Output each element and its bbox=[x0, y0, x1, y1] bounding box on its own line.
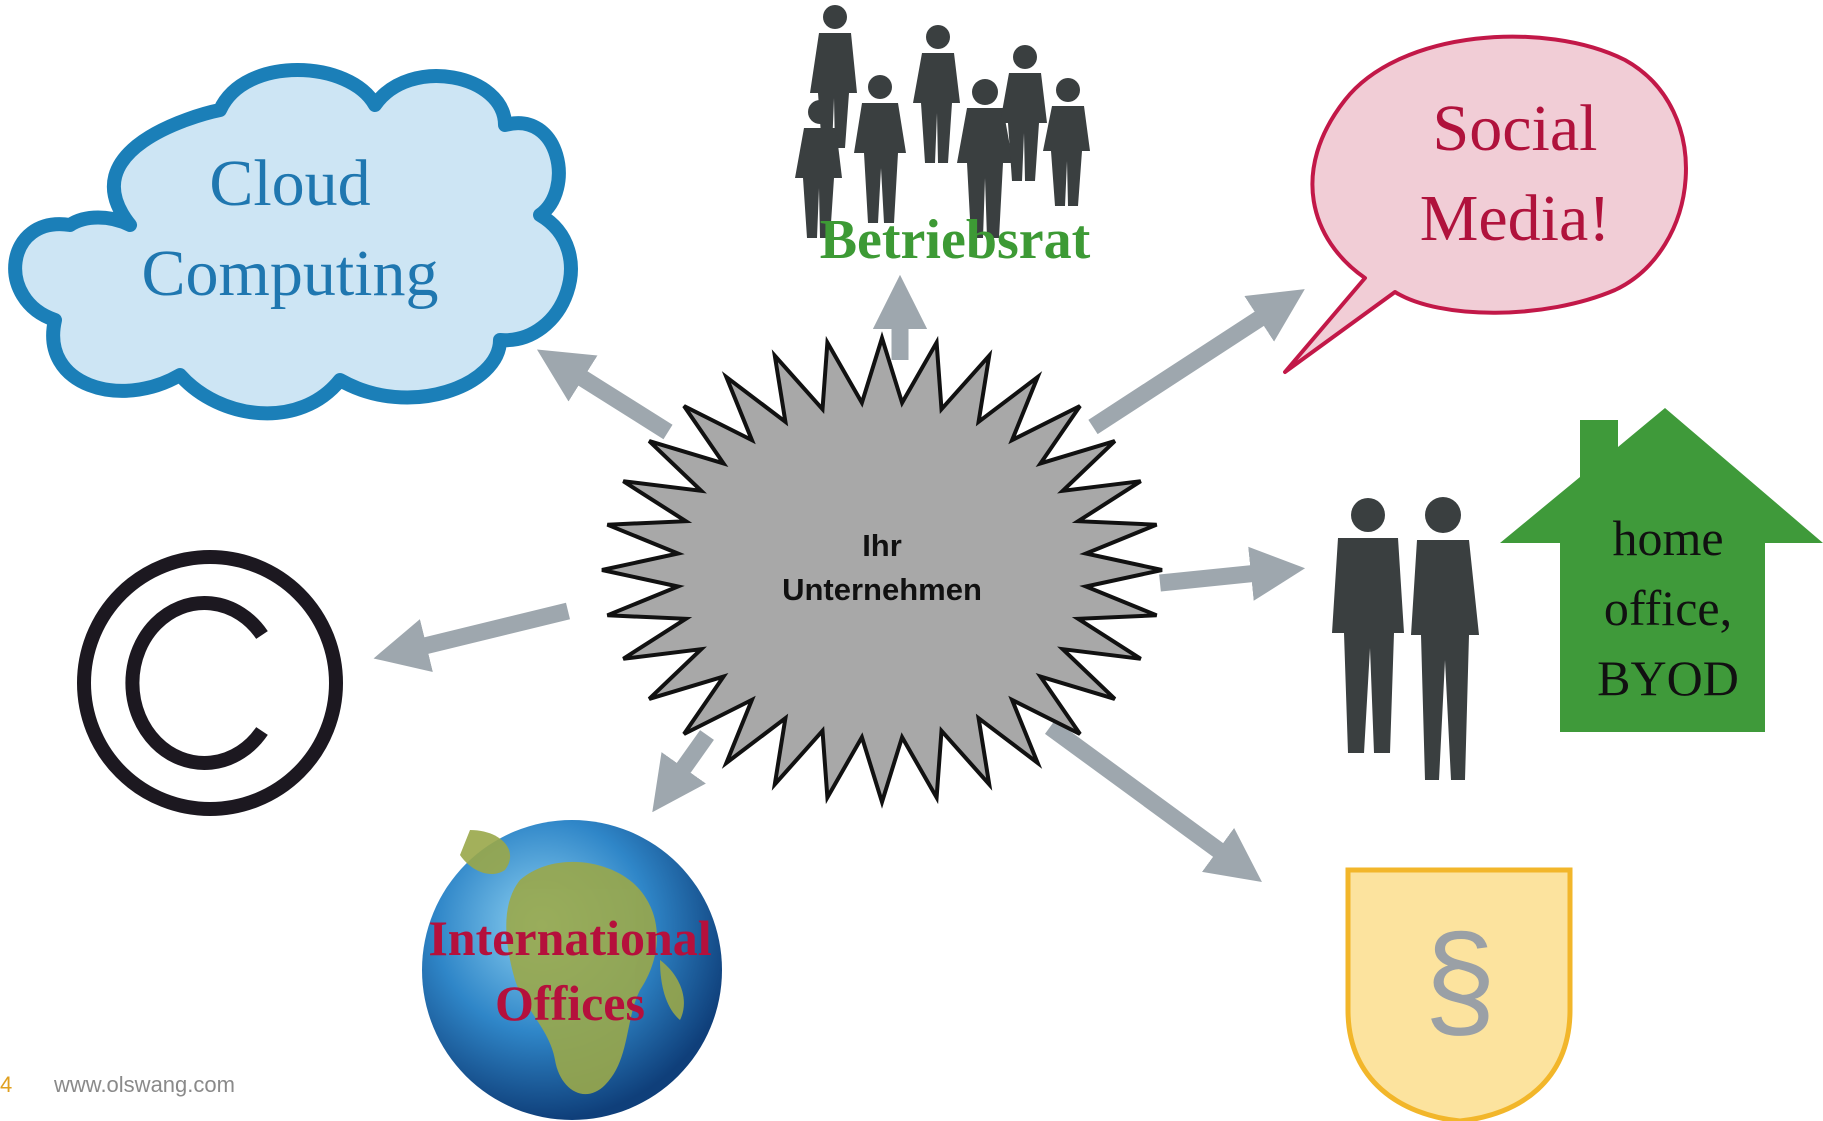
globe-landmass-icon bbox=[460, 830, 684, 1095]
center-label-line2: Unternehmen bbox=[782, 572, 982, 607]
international-offices-node: International Offices bbox=[422, 820, 722, 1120]
international-line1: International bbox=[428, 910, 711, 966]
social-media-line1: Social bbox=[1433, 92, 1598, 165]
arrow-to-law bbox=[1044, 720, 1262, 883]
social-media-node: Social Media! bbox=[1283, 34, 1688, 374]
page-number: 4 bbox=[0, 1072, 13, 1097]
home-office-node: home office, BYOD bbox=[1500, 408, 1823, 732]
speech-bubble-icon bbox=[1283, 34, 1688, 374]
home-office-line1: home bbox=[1612, 510, 1723, 566]
home-office-line2: office, bbox=[1604, 580, 1732, 636]
arrows bbox=[373, 274, 1306, 883]
arrow-to-social-media bbox=[1088, 289, 1305, 435]
cloud-computing-node: Cloud Computing bbox=[8, 63, 578, 421]
house-icon bbox=[1500, 408, 1823, 732]
copyright-icon bbox=[125, 596, 268, 770]
copyright-ring bbox=[77, 550, 343, 816]
works-council-silhouettes-icon bbox=[795, 5, 1090, 238]
home-office-people-icon bbox=[1332, 497, 1479, 780]
center-label-line1: Ihr bbox=[862, 528, 902, 563]
arrow-to-copyright bbox=[373, 602, 571, 672]
social-media-line2: Media! bbox=[1420, 182, 1611, 255]
works-council-label: Betriebsrat bbox=[820, 209, 1091, 271]
footer-url[interactable]: www.olswang.com bbox=[54, 1072, 235, 1097]
copyright-node bbox=[77, 550, 343, 816]
cloud-label-line2: Computing bbox=[141, 237, 438, 310]
starburst-icon bbox=[601, 331, 1163, 809]
international-line2: Offices bbox=[495, 975, 645, 1031]
paragraph-symbol: § bbox=[1424, 907, 1496, 1053]
company-center-node: Ihr Unternehmen bbox=[601, 331, 1163, 809]
law-node: § bbox=[1345, 867, 1573, 1121]
cloud-label-line1: Cloud bbox=[209, 147, 370, 220]
arrow-to-home-office bbox=[1159, 546, 1306, 601]
arrow-to-cloud bbox=[536, 349, 673, 440]
arrow-to-international bbox=[652, 730, 714, 813]
home-office-line3: BYOD bbox=[1597, 650, 1739, 706]
cloud-icon bbox=[8, 63, 578, 421]
